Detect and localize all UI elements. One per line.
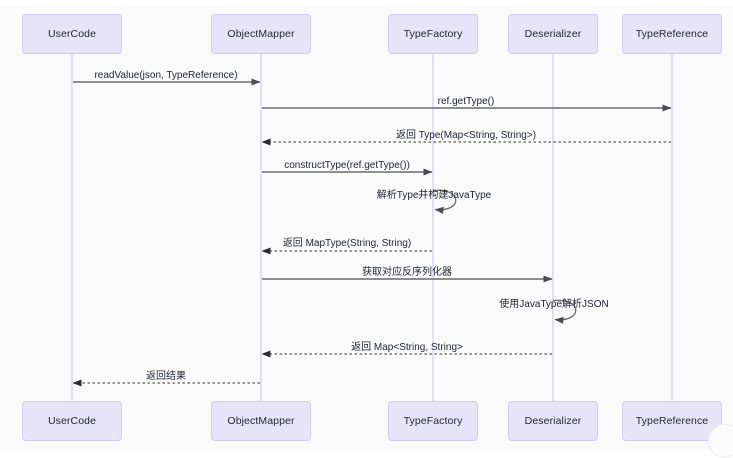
participant-deserializer-bottom[interactable]: Deserializer — [508, 401, 598, 441]
participant-typefactory-bottom[interactable]: TypeFactory — [388, 401, 478, 441]
self-message-m5 — [432, 189, 457, 214]
lifelines-group — [71, 54, 673, 401]
message-label-m10: 返回结果 — [146, 371, 186, 382]
participant-label: ObjectMapper — [227, 415, 295, 427]
participant-label: Deserializer — [524, 415, 582, 427]
message-label-m5: 解析Type并构建JavaType — [376, 190, 492, 201]
participant-objectmapper-top[interactable]: ObjectMapper — [211, 14, 311, 54]
message-label-m7: 获取对应反序列化器 — [362, 267, 452, 278]
top-white-strip — [0, 0, 733, 6]
participant-typereference-top[interactable]: TypeReference — [622, 14, 722, 54]
message-label-m1: readValue(json, TypeReference) — [94, 70, 238, 81]
participant-label: UserCode — [47, 28, 97, 40]
participant-objectmapper-bottom[interactable]: ObjectMapper — [211, 401, 311, 441]
participant-deserializer-top[interactable]: Deserializer — [508, 14, 598, 54]
participant-usercode-bottom[interactable]: UserCode — [22, 401, 122, 441]
participant-label: TypeReference — [635, 415, 709, 427]
participant-label: TypeFactory — [403, 415, 463, 427]
self-message-m8 — [552, 299, 577, 324]
message-label-m6: 返回 MapType(String, String) — [282, 238, 412, 249]
message-label-m2: ref.getType() — [437, 96, 495, 107]
participant-typefactory-top[interactable]: TypeFactory — [388, 14, 478, 54]
participant-label: TypeReference — [635, 28, 709, 40]
participant-label: Deserializer — [524, 28, 582, 40]
message-label-m8: 使用JavaType解析JSON — [499, 299, 609, 310]
message-label-m4: constructType(ref.getType()) — [284, 160, 410, 171]
arrows-group — [72, 78, 672, 387]
message-label-m3: 返回 Type(Map<String, String>) — [395, 130, 537, 141]
participant-usercode-top[interactable]: UserCode — [22, 14, 122, 54]
participant-label: TypeFactory — [403, 28, 463, 40]
participant-typereference-bottom[interactable]: TypeReference — [622, 401, 722, 441]
participant-label: ObjectMapper — [227, 28, 295, 40]
corner-decoration — [708, 424, 733, 458]
participant-label: UserCode — [47, 415, 97, 427]
message-label-m9: 返回 Map<String, String> — [351, 342, 463, 353]
